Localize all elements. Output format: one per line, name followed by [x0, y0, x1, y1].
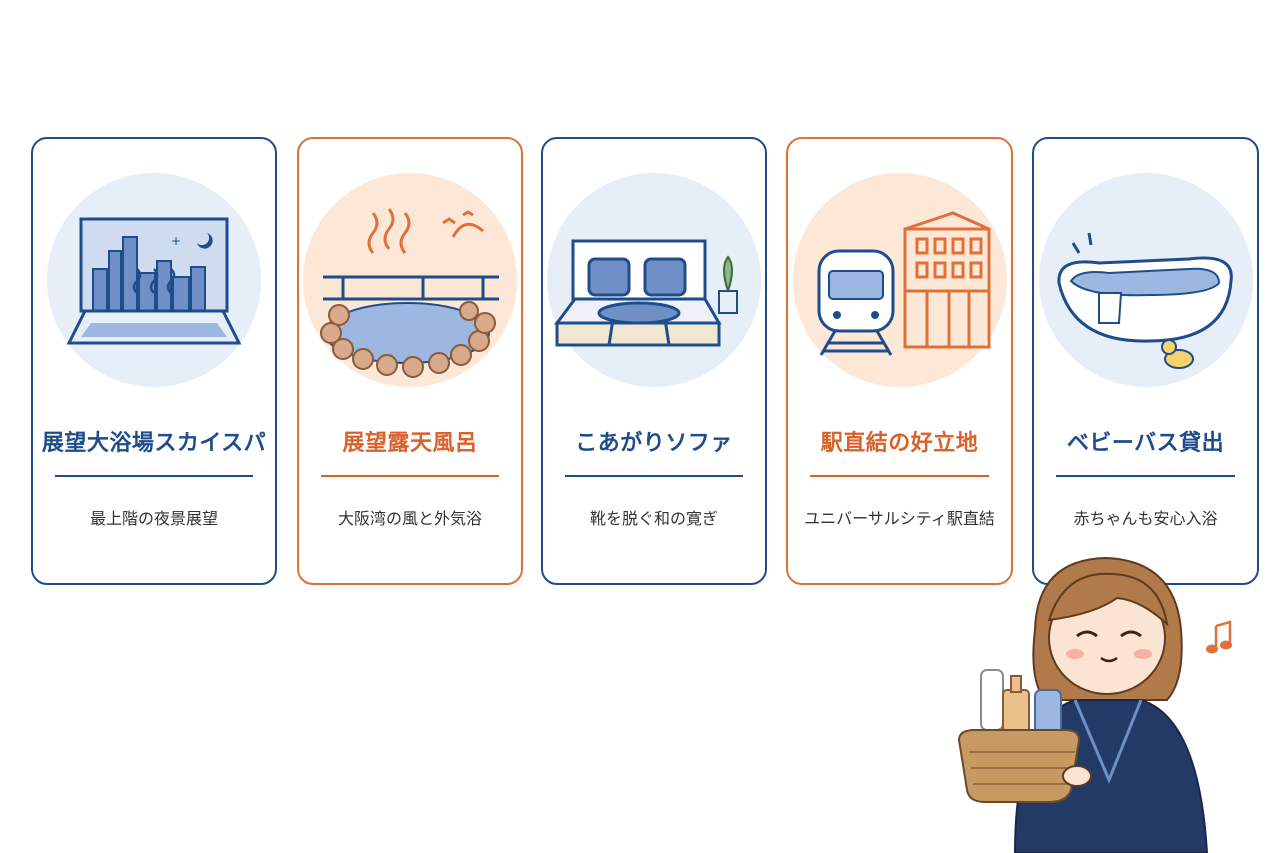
card-title: ベビーバス貸出	[1066, 431, 1225, 456]
card-title: こあがりソファ	[575, 431, 733, 456]
skyline-spa-icon: +	[66, 217, 242, 345]
card-title: 駅直結の好立地	[820, 431, 979, 456]
feature-card-baby-bath: ベビーバス貸出 赤ちゃんも安心入浴	[1032, 137, 1259, 585]
smiling-woman-with-bath-basket-icon	[957, 556, 1209, 853]
icon-circle	[1038, 173, 1253, 387]
card-title: 展望大浴場スカイスパ	[41, 431, 267, 456]
card-subtitle: ユニバーサルシティ駅直結	[804, 509, 995, 528]
divider	[1056, 475, 1235, 477]
music-note-icon	[1206, 620, 1232, 654]
divider	[565, 475, 743, 477]
icon-circle	[792, 173, 1007, 387]
card-subtitle: 赤ちゃんも安心入浴	[1073, 509, 1218, 528]
feature-card-station: 駅直結の好立地 ユニバーサルシティ駅直結	[786, 137, 1013, 585]
card-subtitle: 大阪湾の風と外気浴	[337, 509, 482, 528]
sofa-icon	[554, 239, 738, 347]
feature-card-sky-spa: + 展望大浴場スカイスパ 最上階の夜景展望	[31, 137, 277, 585]
card-subtitle: 最上階の夜景展望	[89, 509, 218, 528]
divider	[55, 475, 253, 477]
train-station-icon	[817, 211, 990, 356]
card-subtitle: 靴を脱ぐ和の寛ぎ	[589, 509, 718, 528]
icon-circle	[547, 173, 761, 387]
baby-bath-icon	[1056, 232, 1233, 369]
feature-card-sofa: こあがりソファ 靴を脱ぐ和の寛ぎ	[541, 137, 767, 585]
icon-circle: +	[47, 173, 261, 387]
feature-card-open-air-bath: 展望露天風呂 大阪湾の風と外気浴	[297, 137, 523, 585]
divider	[810, 475, 989, 477]
icon-circle	[303, 173, 517, 387]
open-air-bath-icon	[320, 208, 499, 378]
card-title: 展望露天風呂	[342, 431, 478, 456]
divider	[321, 475, 499, 477]
svg-text:+: +	[171, 234, 181, 248]
